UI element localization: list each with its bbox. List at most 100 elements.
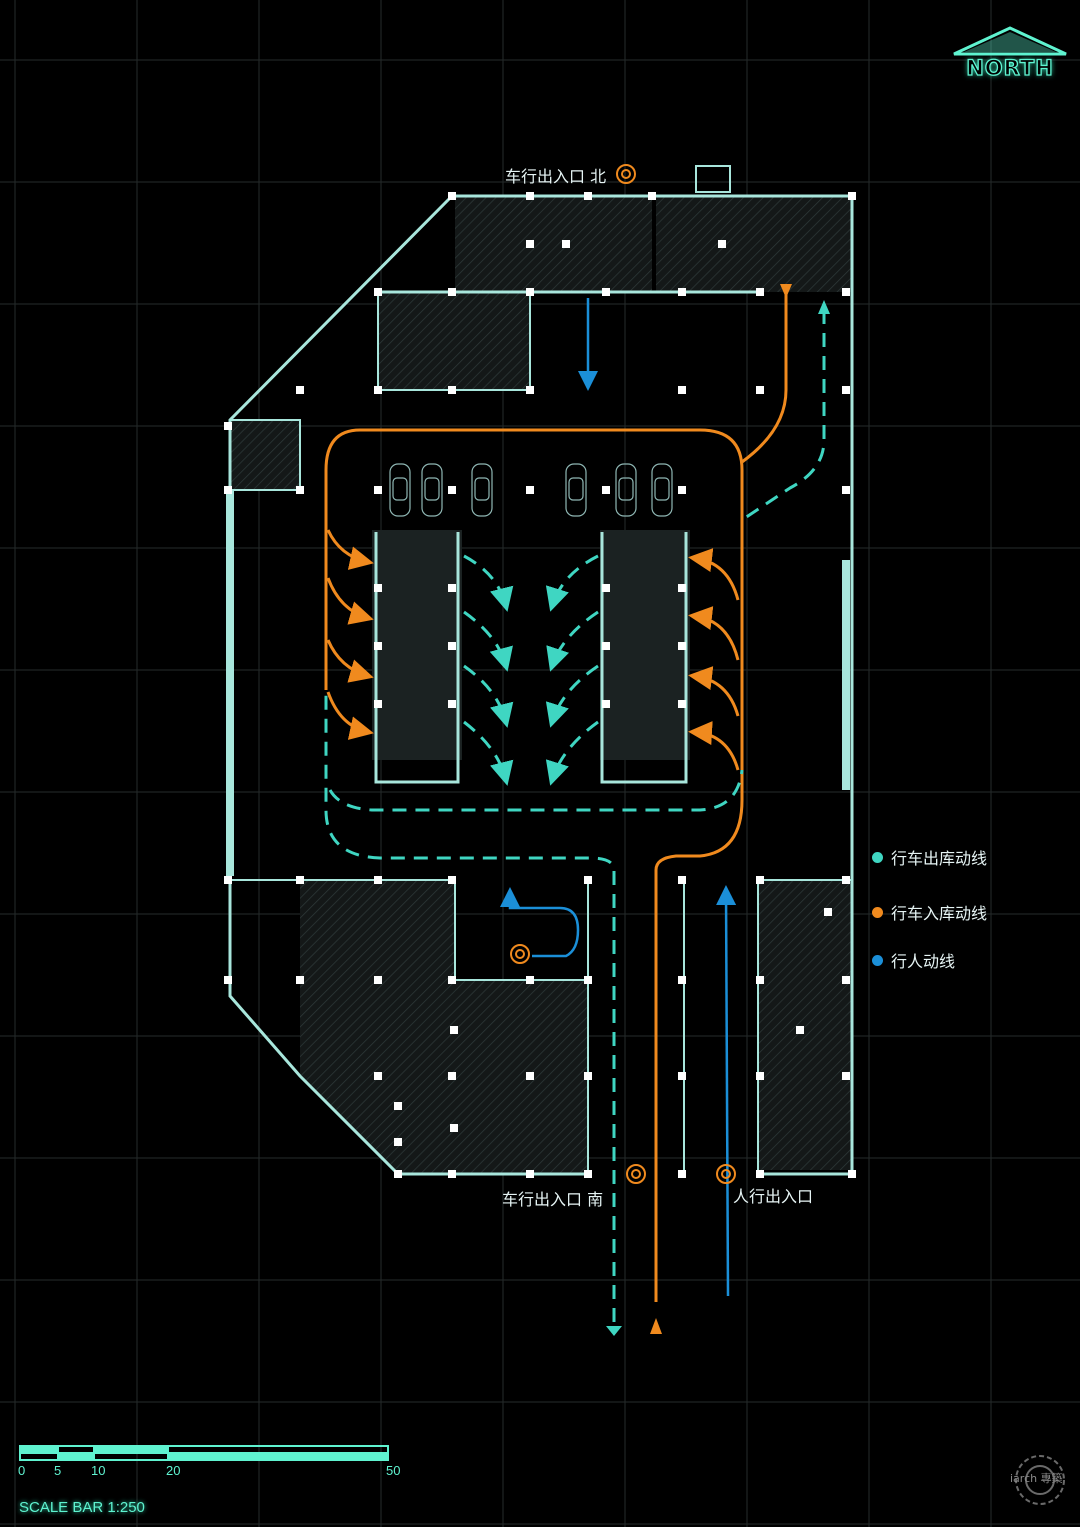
column xyxy=(448,1072,456,1080)
north-arrow-icon xyxy=(953,26,1067,56)
column xyxy=(602,642,610,650)
column xyxy=(756,1170,764,1178)
column xyxy=(450,1026,458,1034)
column xyxy=(448,700,456,708)
column xyxy=(526,288,534,296)
column xyxy=(224,422,232,430)
parking-bay-left xyxy=(372,530,462,760)
hatched-rooms xyxy=(230,196,852,1174)
column xyxy=(448,288,456,296)
column xyxy=(374,642,382,650)
column xyxy=(526,192,534,200)
watermark-text: iarch 專築 xyxy=(1010,1472,1063,1485)
column xyxy=(394,1102,402,1110)
car-icon xyxy=(615,463,637,517)
room-south-east xyxy=(758,880,852,1170)
column xyxy=(224,876,232,884)
column xyxy=(526,976,534,984)
column xyxy=(374,1072,382,1080)
column xyxy=(224,976,232,984)
column xyxy=(718,240,726,248)
column xyxy=(584,1072,592,1080)
scale-tick-label: 50 xyxy=(386,1463,401,1478)
column xyxy=(824,908,832,916)
column xyxy=(394,1170,402,1178)
column xyxy=(526,240,534,248)
scale-tick-label: 20 xyxy=(166,1463,181,1478)
column xyxy=(848,192,856,200)
entry-flow-lines xyxy=(324,288,788,1302)
column xyxy=(526,386,534,394)
column xyxy=(842,976,850,984)
car-icon xyxy=(651,463,673,517)
column xyxy=(602,486,610,494)
legend-item-entry-flow: 行车入库动线 xyxy=(872,900,987,924)
scale-tick-label: 5 xyxy=(54,1463,62,1478)
column xyxy=(562,240,570,248)
column xyxy=(374,700,382,708)
scale-bar xyxy=(19,1445,389,1461)
room-west-small xyxy=(230,420,300,490)
column xyxy=(374,288,382,296)
car-icon xyxy=(389,463,411,517)
legend-item-exit-flow: 行车出库动线 xyxy=(872,845,987,869)
column xyxy=(448,584,456,592)
south-vehicle-entrance-label: 车行出入口 南 xyxy=(502,1190,604,1209)
scale-tick-label: 10 xyxy=(91,1463,106,1478)
legend-label: 行人动线 xyxy=(891,952,956,971)
column xyxy=(678,1072,686,1080)
column xyxy=(448,192,456,200)
column xyxy=(526,486,534,494)
room-south-west xyxy=(300,880,588,1174)
legend-item-pedestrian-flow: 行人动线 xyxy=(872,948,955,972)
column xyxy=(756,386,764,394)
column xyxy=(374,976,382,984)
column xyxy=(584,876,592,884)
column xyxy=(450,1124,458,1132)
column xyxy=(756,976,764,984)
legend-label: 行车入库动线 xyxy=(891,904,988,923)
entry-flow-arrowheads xyxy=(650,284,792,1334)
column xyxy=(296,386,304,394)
structural-columns xyxy=(224,192,856,1178)
column xyxy=(526,1170,534,1178)
column xyxy=(756,1072,764,1080)
column xyxy=(842,486,850,494)
legend-dot-icon xyxy=(872,851,883,863)
column xyxy=(756,876,764,884)
column xyxy=(848,1170,856,1178)
column xyxy=(584,192,592,200)
column xyxy=(448,976,456,984)
legend-dot-icon xyxy=(872,954,883,966)
pedestrian-entrance-label: 人行出入口 xyxy=(733,1187,814,1206)
legend-dot-icon xyxy=(872,906,883,918)
column xyxy=(602,288,610,296)
column xyxy=(648,192,656,200)
column xyxy=(678,642,686,650)
column xyxy=(678,486,686,494)
column xyxy=(602,584,610,592)
column xyxy=(842,386,850,394)
scale-tick-label: 0 xyxy=(18,1463,26,1478)
parked-cars xyxy=(389,463,673,517)
column xyxy=(842,1072,850,1080)
scale-bar-title: SCALE BAR 1:250 xyxy=(19,1499,145,1516)
column xyxy=(678,288,686,296)
column xyxy=(678,1170,686,1178)
column xyxy=(602,700,610,708)
column xyxy=(374,876,382,884)
exit-flow-arrowheads xyxy=(606,300,830,1336)
column xyxy=(448,1170,456,1178)
column xyxy=(526,1072,534,1080)
column xyxy=(842,288,850,296)
column xyxy=(448,876,456,884)
car-icon xyxy=(565,463,587,517)
column xyxy=(584,1170,592,1178)
column xyxy=(296,876,304,884)
exit-flow-lines xyxy=(324,310,826,1322)
pedestrian-flow-lines xyxy=(500,298,737,1297)
column xyxy=(584,976,592,984)
column xyxy=(296,976,304,984)
north-vehicle-entrance-label: 车行出入口 北 xyxy=(505,167,607,186)
